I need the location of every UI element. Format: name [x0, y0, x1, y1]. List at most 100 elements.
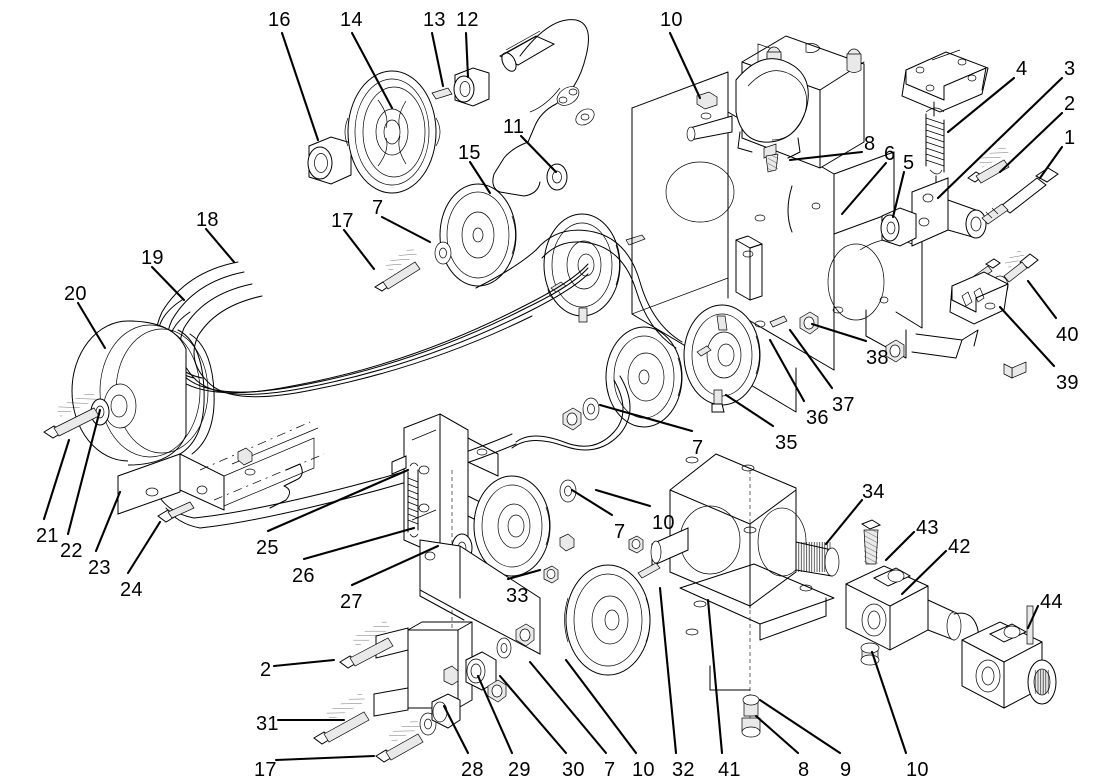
callout-number-39: 39 — [1056, 372, 1079, 394]
leader-line-7 — [570, 488, 614, 517]
lower-left-bracket-group — [313, 539, 541, 763]
leader-line-40 — [1026, 279, 1058, 320]
leader-line-7 — [598, 403, 694, 433]
part-41-gearbox — [637, 453, 840, 738]
callout-number-10: 10 — [906, 759, 929, 781]
part-18-19-belts — [155, 229, 683, 529]
callout-number-22: 22 — [60, 540, 83, 562]
callout-number-43: 43 — [916, 517, 939, 539]
leader-line-19 — [150, 265, 186, 302]
top-shaft-and-bracket — [492, 19, 595, 197]
part-17-hex-bolt-a — [374, 247, 421, 292]
callout-number-19: 19 — [141, 247, 164, 269]
leader-line-21 — [42, 438, 71, 521]
leader-line-36 — [768, 338, 806, 403]
callout-number-7: 7 — [372, 197, 384, 219]
leader-line-20 — [76, 301, 107, 350]
leader-line-42 — [900, 549, 948, 596]
leader-line-2 — [272, 658, 336, 668]
leader-line-34 — [824, 498, 864, 546]
callout-number-9: 9 — [840, 759, 852, 781]
callout-number-7: 7 — [604, 759, 616, 781]
callout-number-21: 21 — [36, 525, 59, 547]
part-33-idler-pulley — [451, 475, 577, 577]
leader-line-37 — [788, 328, 834, 390]
part-13-key — [431, 87, 453, 100]
leader-line-18 — [204, 227, 236, 264]
callout-number-34: 34 — [862, 481, 885, 503]
callout-number-20: 20 — [64, 283, 87, 305]
pulley-group-right-middle — [683, 304, 905, 413]
universal-joint-assembly — [845, 519, 1057, 709]
leader-line-8 — [754, 714, 800, 755]
callout-number-11: 11 — [503, 116, 525, 138]
callout-number-42: 42 — [948, 536, 971, 558]
callout-number-23: 23 — [88, 557, 111, 579]
leader-line-41 — [706, 598, 724, 755]
part-14-drive-pulley — [344, 70, 441, 194]
leader-line-39 — [998, 305, 1056, 368]
leader-line-10 — [564, 658, 638, 755]
callout-number-15: 15 — [458, 142, 481, 164]
leader-line-23 — [94, 490, 122, 553]
leader-line-10 — [594, 488, 652, 508]
callout-number-30: 30 — [562, 759, 585, 781]
callout-number-8: 8 — [798, 759, 810, 781]
leader-line-28 — [442, 704, 470, 755]
callout-number-27: 27 — [340, 591, 363, 613]
callout-number-6: 6 — [884, 143, 896, 165]
pivot-plate — [880, 145, 1059, 379]
callout-number-2: 2 — [260, 659, 272, 681]
leader-line-8 — [788, 150, 864, 162]
leader-line-5 — [891, 170, 906, 219]
part-16-spacer — [307, 136, 352, 185]
callout-number-10: 10 — [660, 9, 683, 31]
callout-number-32: 32 — [672, 759, 695, 781]
part-bracket-spring-group — [901, 49, 989, 191]
callout-number-18: 18 — [196, 209, 219, 231]
part-15-idler-pulley — [434, 183, 517, 287]
leader-line-24 — [126, 520, 162, 575]
leader-line-17 — [342, 228, 376, 271]
callout-number-7: 7 — [692, 437, 704, 459]
callout-number-37: 37 — [832, 394, 855, 416]
callout-number-35: 35 — [775, 432, 798, 454]
part-4-extension-spring — [925, 107, 945, 191]
leader-line-7 — [380, 215, 432, 244]
misc-hardware — [543, 535, 644, 584]
leader-line-10 — [870, 650, 908, 755]
callout-number-12: 12 — [456, 9, 479, 31]
leader-line-29 — [476, 674, 514, 755]
leader-line-7 — [528, 660, 608, 755]
leader-line-16 — [280, 31, 320, 142]
callout-number-17: 17 — [254, 759, 277, 781]
leader-line-1 — [1038, 145, 1064, 180]
callout-number-38: 38 — [866, 347, 889, 369]
leader-line-15 — [468, 160, 492, 195]
hydraulic-pump-assembly — [686, 35, 865, 173]
part-20-clutch-assembly — [43, 320, 325, 523]
leader-line-38 — [810, 322, 868, 343]
callout-number-3: 3 — [1064, 58, 1076, 80]
leader-line-9 — [758, 698, 842, 755]
leader-line-14 — [350, 31, 394, 110]
callout-number-10: 10 — [652, 512, 675, 534]
leader-line-22 — [66, 408, 102, 536]
callout-number-8: 8 — [864, 133, 876, 155]
callout-number-5: 5 — [903, 152, 915, 174]
callout-number-28: 28 — [461, 759, 484, 781]
callout-leader-lines — [42, 31, 1064, 762]
leader-line-26 — [302, 526, 416, 561]
leader-line-44 — [1026, 604, 1040, 630]
callout-number-7: 7 — [614, 521, 626, 543]
callout-number-1: 1 — [1064, 127, 1076, 149]
callout-number-24: 24 — [120, 579, 143, 601]
callout-number-17: 17 — [331, 210, 354, 232]
callout-number-31: 31 — [256, 713, 279, 735]
part-11-spacer — [546, 163, 568, 191]
leader-line-25 — [266, 468, 410, 533]
pulley-mid-left — [543, 213, 646, 323]
leader-line-13 — [430, 31, 445, 88]
